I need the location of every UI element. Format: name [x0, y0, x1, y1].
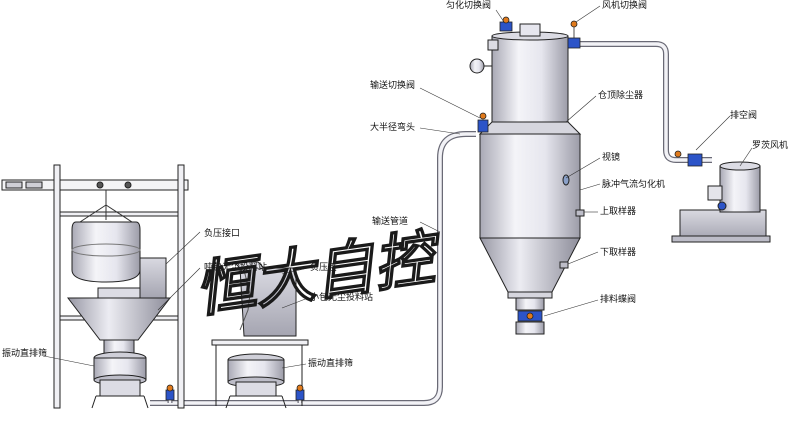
label-discharge-butterfly-valve: 排料蝶阀: [600, 293, 636, 305]
fan-switch-valve-icon: [567, 20, 581, 49]
frame-column-right: [177, 164, 185, 409]
label-vent-valve: 排空阀: [730, 109, 757, 121]
vibrating-screen-2: [225, 353, 287, 409]
vibrating-screen-1: [91, 351, 149, 409]
label-homogenizing-switch-valve: 匀化切换阀: [446, 0, 491, 11]
label-conveying-switch-valve: 输送切换阀: [370, 79, 415, 91]
label-sight-glass: 视镜: [602, 151, 620, 163]
conveying-switch-valve-icon: [477, 112, 489, 133]
hoist-beam: [1, 179, 189, 191]
label-roots-blower: 罗茨风机: [752, 139, 788, 151]
roots-blower: [671, 161, 771, 243]
valves: [165, 16, 703, 401]
label-large-radius-elbow: 大半径弯头: [370, 121, 415, 133]
screen-valve-1-icon: [165, 384, 175, 401]
ton-bag-station: [1, 164, 189, 409]
frame-column-left: [53, 164, 61, 409]
label-upper-sampler: 上取样器: [600, 205, 636, 217]
label-vibrating-screen-1: 振动直排筛: [2, 347, 47, 359]
ton-bag: [71, 221, 141, 283]
leader-lines: [43, 5, 753, 369]
discharge-butterfly-valve-icon: [517, 310, 543, 322]
label-small-bag-station: 小包无尘投料站: [310, 291, 373, 303]
label-vibrating-screen-2: 振动直排筛: [308, 357, 353, 369]
labels: 匀化切换阀 风机切换阀 输送切换阀 仓顶除尘器 大半径弯头 视镜 脉冲气流匀化机…: [2, 0, 788, 369]
pulse-air-homogenizer-silo: [469, 23, 585, 335]
screen-valve-2-icon: [295, 384, 305, 401]
label-fan-switch-valve: 风机切换阀: [602, 0, 647, 11]
vent-valve-icon: [674, 150, 703, 167]
sight-glass: [562, 174, 570, 186]
label-pulse-air-homogenizer: 脉冲气流匀化机: [602, 178, 665, 190]
homogenizing-switch-valve-icon: [499, 16, 513, 32]
label-conveying-pipe: 输送管道: [372, 215, 408, 227]
label-negative-pressure-port-2: 负压接: [310, 261, 337, 273]
silo-top-dust-collector: [491, 35, 569, 123]
label-lower-sampler: 下取样器: [600, 246, 636, 258]
label-negative-pressure-port-1: 负压接口: [204, 227, 240, 239]
label-ton-bag-station: 吨包无尘投料站: [204, 261, 267, 273]
homogenizer-body: [479, 133, 581, 239]
small-bag-station: [211, 261, 309, 409]
label-silo-top-dust-collector: 仓顶除尘器: [598, 89, 643, 101]
